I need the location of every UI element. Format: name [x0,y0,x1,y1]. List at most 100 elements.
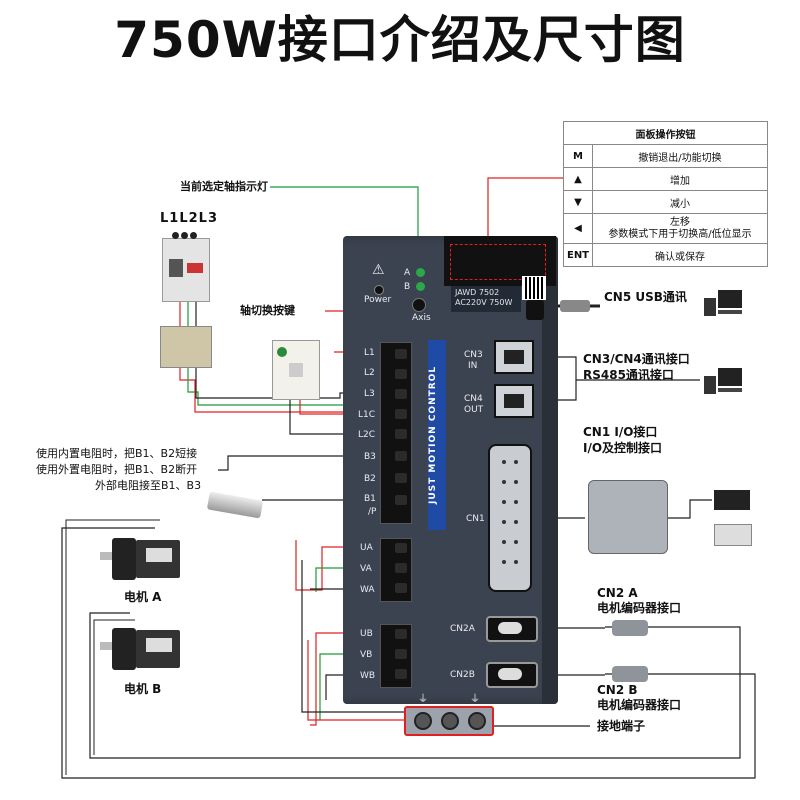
ground-wire-red [307,640,404,721]
brake-note-3: 外部电阻接至B1、B3 [95,479,202,492]
table-key: ◀ [563,213,593,244]
pc-usb-icon [704,290,744,318]
indicator-b-led-icon [416,282,425,291]
page-title: 750W接口介绍及尺寸图 [114,11,686,69]
filter-block [160,326,212,368]
db-plug-icon [588,480,668,554]
drive-side-panel [542,236,558,704]
display-leader [487,177,563,244]
terminal-l1c: L1C [358,410,376,420]
cn1-label-2: I/O及控制接口 [583,441,663,455]
cn1-label-1: CN1 I/O接口 [583,425,658,439]
power-label: Power [364,295,392,305]
cn3-sub-label: IN [468,361,478,371]
cn2a-label-1: CN2 A [597,586,638,600]
axis-button-label: Axis [412,313,431,323]
circuit-breaker [162,238,210,302]
cn5-usb-port[interactable] [526,300,544,320]
motor-b-label: 电机 B [124,682,162,696]
axis-switch-label: 轴切换按键 [240,304,295,317]
table-desc: 撤销退出/功能切换 [592,144,768,168]
display-highlight [450,244,546,280]
terminal-va: VA [360,564,372,574]
ground-label: 接地端子 [597,719,646,733]
terminal-l2: L2 [364,368,375,378]
ground-terminal [404,706,494,736]
terminal-vb: VB [360,650,373,660]
table-key: ENT [563,243,593,267]
cn3-port[interactable] [494,340,534,374]
cn3-cn4-label-2: RS485通讯接口 [583,368,674,382]
cn2a-port[interactable] [486,616,538,642]
indicator-a-led-icon [416,268,425,277]
table-desc: 左移 参数模式下用于切换高/低位显示 [592,213,768,244]
cn2b-label-2: 电机编码器接口 [597,698,682,712]
axis-indicator-label: 当前选定轴指示灯 [180,180,268,193]
motor-b-terminal-block [380,624,412,688]
axis-switch-button[interactable] [412,298,426,312]
terminal-ub: UB [360,629,373,639]
model-plate: JAWD 7502 AC220V 750W [451,286,521,312]
loop-motor-b-2 [93,619,135,755]
terminal-ua: UA [360,543,373,553]
wire-ua [295,540,380,591]
cn3-label: CN3 [464,350,483,360]
cn5-label: CN5 USB通讯 [604,290,687,304]
cn4-port[interactable] [494,384,534,418]
indicator-a-label: A [404,268,411,278]
warning-icon: ⚠ [372,262,385,278]
table-key: ▼ [563,190,593,214]
cn4-leader [536,379,700,401]
power-input-label: L1L2L3 [160,211,218,226]
terminal-b1: B1 [364,494,376,504]
indicator-b-label: B [404,282,411,292]
terminal-p: /P [368,507,377,517]
loop-motor-b [89,612,741,759]
encoder-plug-b-icon [612,666,648,682]
encoder-plug-a-icon [612,620,648,636]
motor-b-icon [100,622,182,676]
motor-a-icon [100,532,182,586]
power-led-icon [374,285,384,295]
cn3-cn4-label-1: CN3/CN4通讯接口 [583,352,690,366]
pc-rs485-icon [704,368,744,396]
ground-symbol-icon: ⏚ [418,694,428,705]
terminal-b2: B2 [364,474,376,484]
cn1-split [668,499,712,519]
cn4-label: CN4 [464,394,483,404]
table-desc: 增加 [592,167,768,191]
terminal-l2c: L2C [358,430,376,440]
loop-motor-a-2 [65,519,160,775]
io-terminal-icon [714,524,752,546]
terminal-b3: B3 [364,452,376,462]
brake-note-2: 使用外置电阻时，把B1、B2断开 [36,463,198,476]
terminal-l3: L3 [364,389,375,399]
model-rating: AC220V 750W [455,298,513,307]
cn2a-port-label: CN2A [450,624,475,634]
motor-a-terminal-block [380,538,412,602]
model-number: JAWD 7502 [455,288,500,297]
terminal-l1: L1 [364,348,375,358]
loop-motor-a [61,527,756,779]
cn4-sub-label: OUT [464,405,484,415]
cn1-port[interactable] [488,444,532,592]
table-desc: 确认或保存 [592,243,768,267]
cn1-port-label: CN1 [466,514,485,524]
table-desc: 减小 [592,190,768,214]
brake-note-leader [218,455,380,471]
usb-plug-icon [560,300,590,312]
cn2a-label-2: 电机编码器接口 [597,601,682,615]
cn2b-port[interactable] [486,662,538,688]
terminal-wa: WA [360,585,375,595]
brake-note-1: 使用内置电阻时，把B1、B2短接 [36,447,198,460]
table-key: M [563,144,593,168]
contactor [272,340,320,400]
power-terminal-block [380,342,412,524]
motor-a-label: 电机 A [124,590,162,604]
brand-strip: JUST MOTION CONTROL [428,340,446,530]
ground-symbol-icon: ⏚ [470,694,480,705]
qr-code-icon [522,276,546,300]
wire-b3 [262,456,356,501]
terminal-wb: WB [360,671,376,681]
